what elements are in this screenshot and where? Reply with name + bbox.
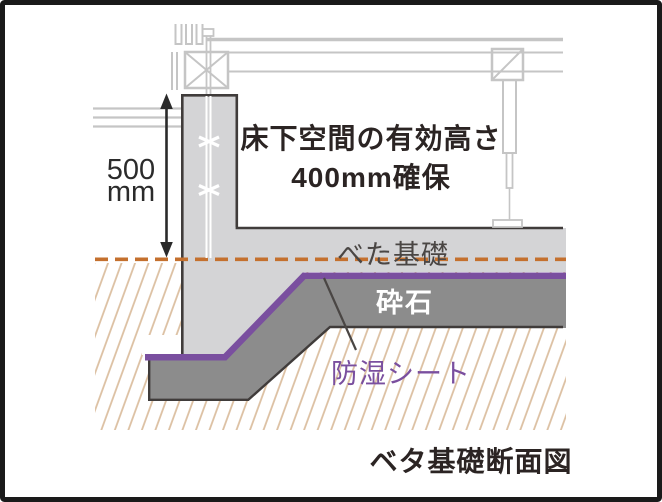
foundation-outline <box>181 94 563 355</box>
anchor-bolt-top <box>201 28 215 94</box>
moisture-sheet-leader-line <box>322 277 358 351</box>
slab-label: べた基礎 <box>337 240 449 270</box>
gravel-footing-shape <box>149 278 566 401</box>
dimension-value-label: 500 <box>107 154 155 186</box>
moisture-sheet-line <box>145 272 566 361</box>
moisture-sheet-label: 防湿シート <box>331 359 471 389</box>
dimension-arrowhead-up <box>160 93 173 109</box>
anchor-bolt-shaft-upper <box>205 36 212 94</box>
dimension-unit-label: mm <box>107 176 155 208</box>
bolt-break-mark-lower <box>198 184 220 196</box>
dimension-arrowhead-down <box>160 242 173 258</box>
diagram-title: ベタ基礎断面図 <box>369 445 572 477</box>
concrete-foundation-shape <box>182 95 566 354</box>
anchor-bolt-in-wall <box>198 96 220 258</box>
floor-framing <box>93 24 563 228</box>
anchor-bolt-head <box>201 28 215 37</box>
post-base-plate <box>492 219 523 228</box>
clearance-label-line2: 400mm確保 <box>291 162 451 193</box>
wall-sheathing-lines <box>171 52 178 90</box>
girder-diagonal-mark <box>491 48 524 81</box>
floor-beam-lines <box>228 51 563 73</box>
gravel-label: 砕石 <box>376 288 434 318</box>
clearance-label-line1: 床下空間の有効高さ <box>240 122 501 154</box>
steel-floor-post <box>492 79 523 228</box>
dimension-arrow-500 <box>160 93 173 258</box>
gravel-footing-outline <box>148 325 563 401</box>
excavation-gap <box>142 335 182 355</box>
anchor-bolt-shaft-lower <box>205 96 212 258</box>
bolt-break-mark-upper <box>198 135 220 148</box>
